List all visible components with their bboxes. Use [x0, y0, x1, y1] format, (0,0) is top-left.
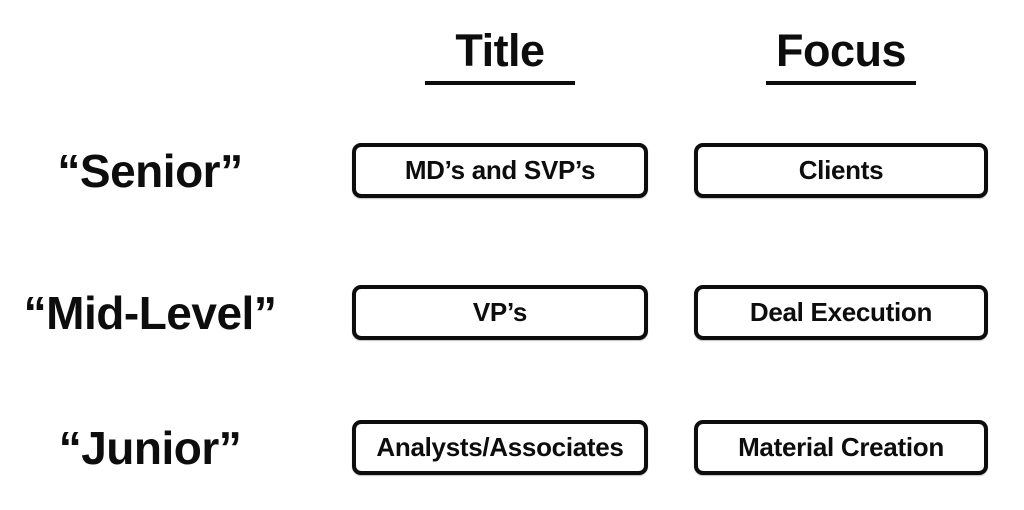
column-header-focus: Focus: [694, 24, 988, 85]
title-box-mid-level: VP’s: [352, 285, 648, 340]
focus-box-mid-level: Deal Execution: [694, 285, 988, 340]
title-underline: [425, 81, 575, 85]
row-label-senior: “Senior”: [57, 144, 243, 197]
column-header-focus-label: Focus: [775, 25, 907, 76]
title-box-senior: MD’s and SVP’s: [352, 143, 648, 198]
row-label-junior: “Junior”: [58, 421, 242, 474]
focus-box-senior: Clients: [694, 143, 988, 198]
column-header-title-label: Title: [455, 25, 545, 76]
title-box-junior: Analysts/Associates: [352, 420, 648, 475]
focus-box-junior: Material Creation: [694, 420, 988, 475]
row-label-mid-level: “Mid-Level”: [23, 286, 277, 339]
focus-underline: [766, 81, 916, 85]
column-header-title: Title: [352, 24, 648, 85]
